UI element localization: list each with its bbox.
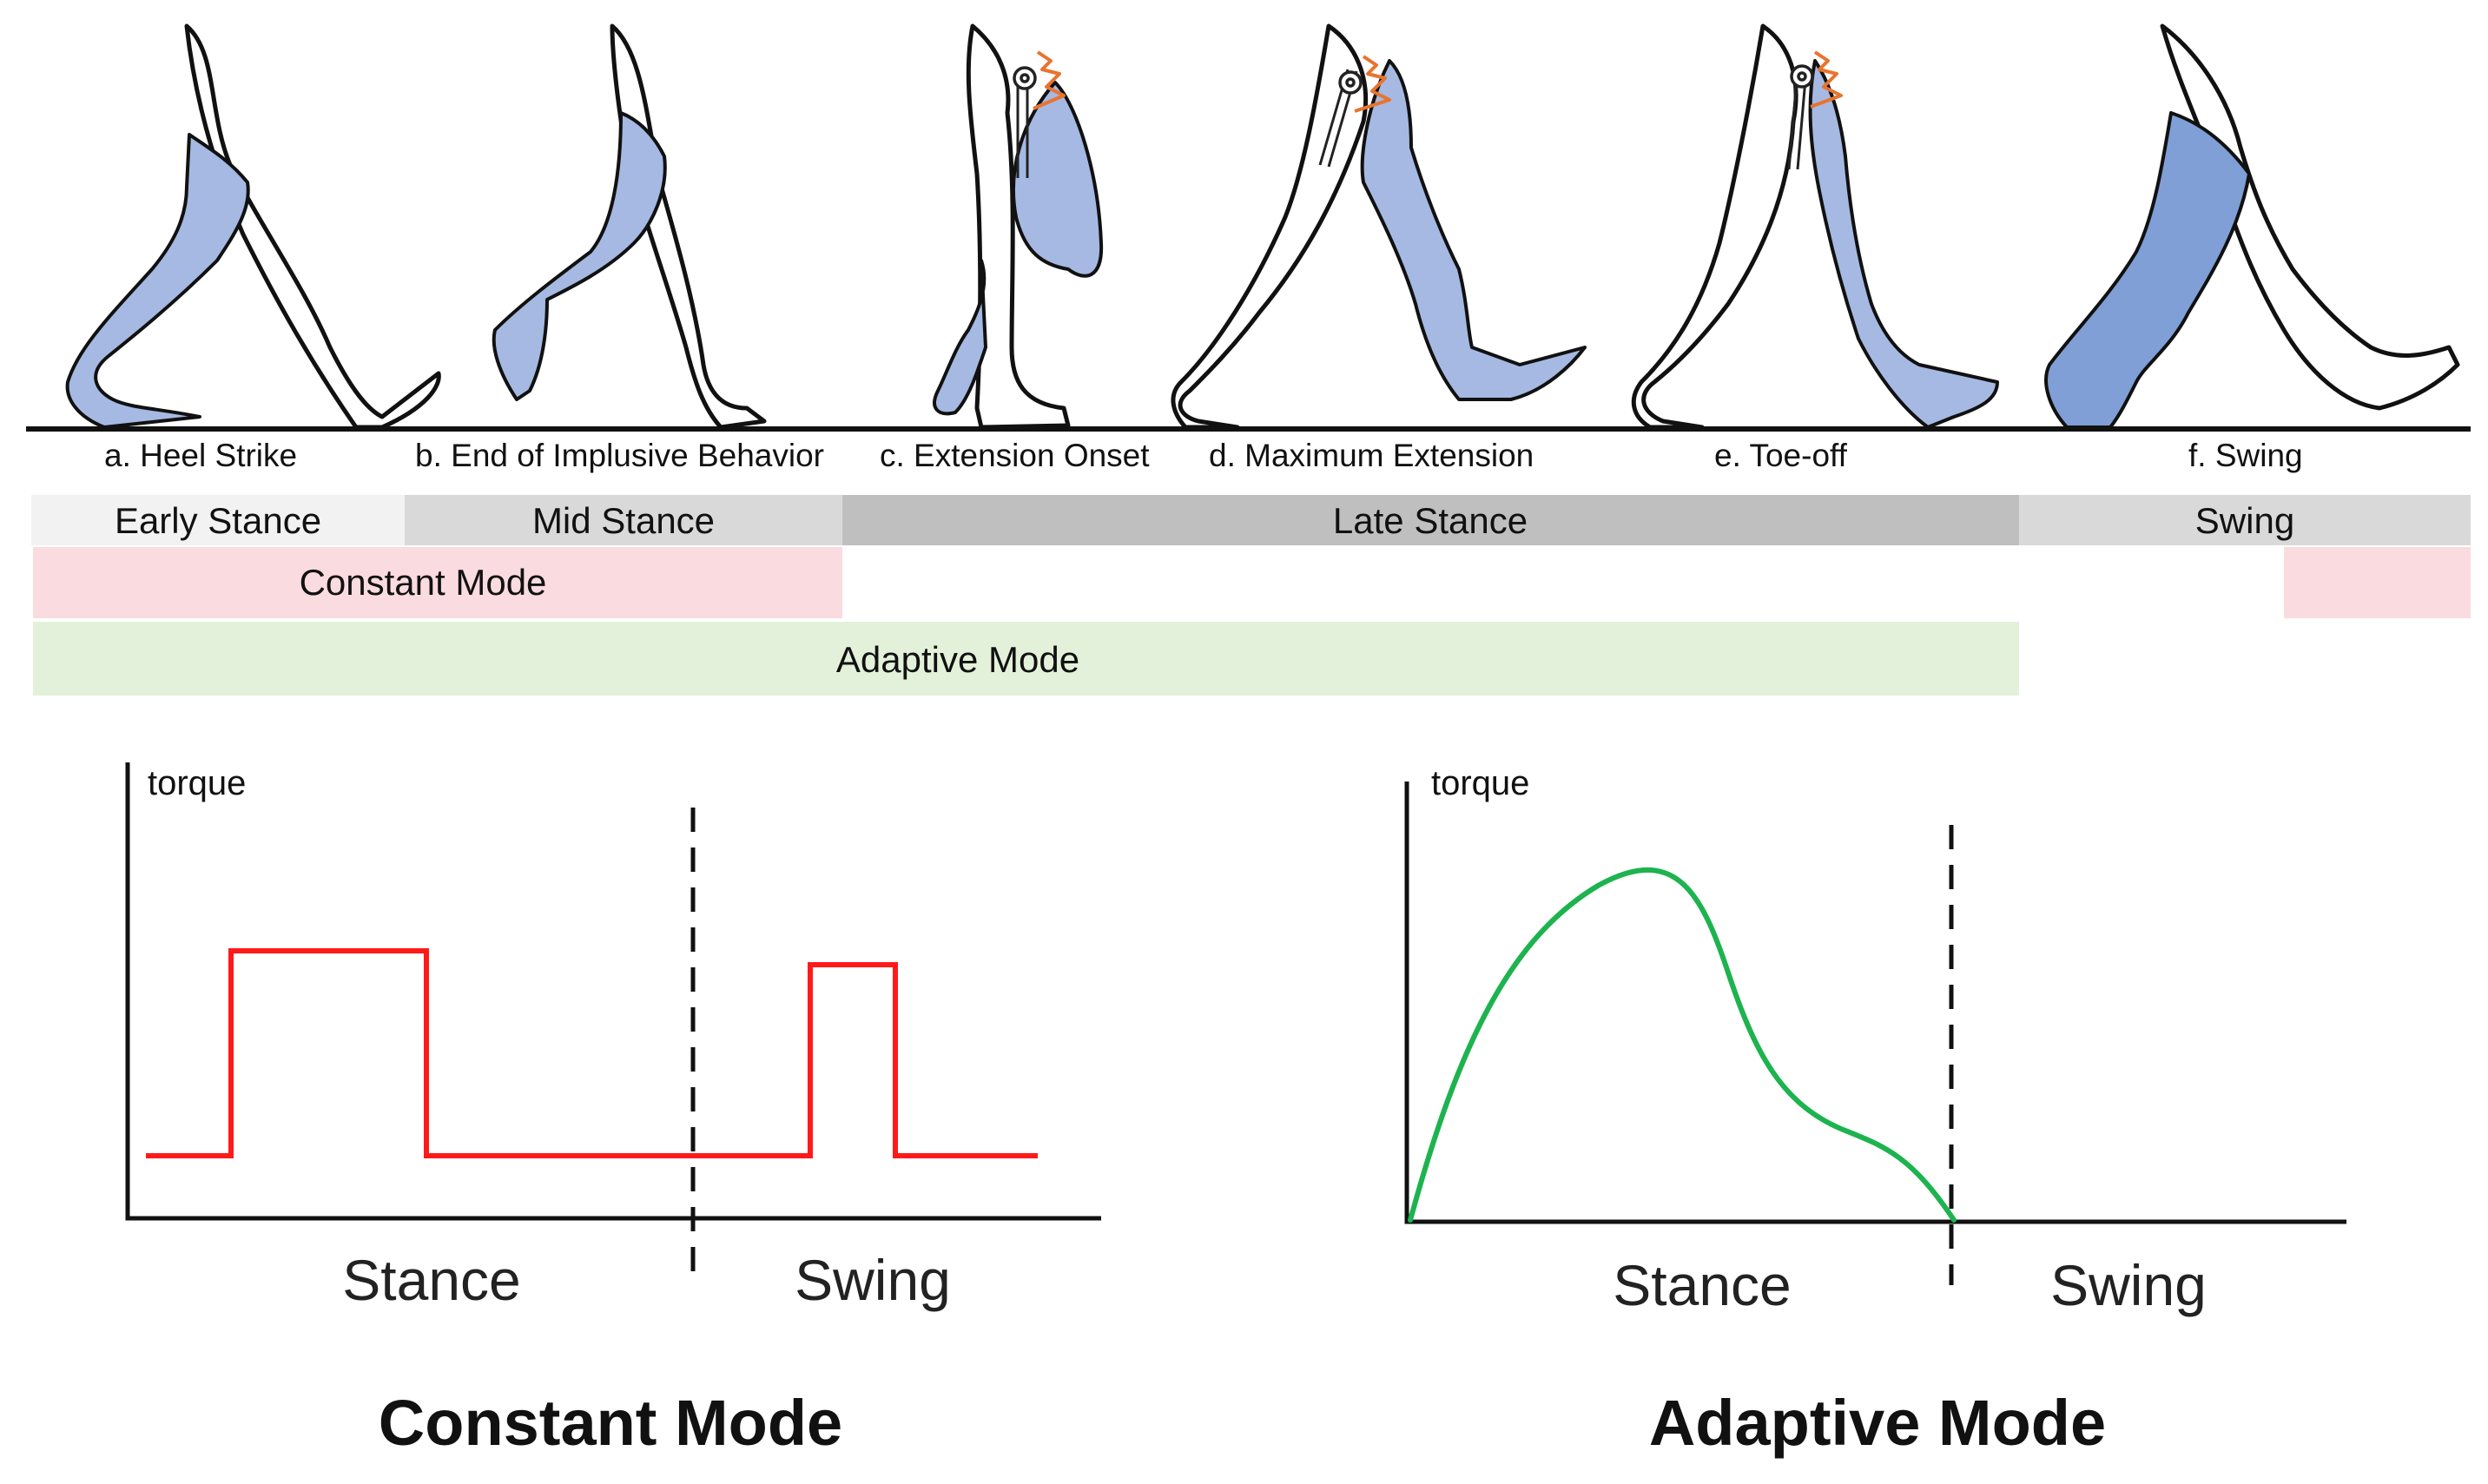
- phase-label-swing: Swing: [2195, 500, 2294, 541]
- spring-icon-3: [1810, 50, 1843, 109]
- adaptive-torque-curve: [1408, 867, 1957, 1223]
- shaded-leg-extension-onset: [1012, 81, 1104, 278]
- adaptive-plot-title: Adaptive Mode: [1649, 1387, 2106, 1459]
- figure-maximum-extension: [1171, 23, 1587, 430]
- adaptive-plot-y-label: torque: [1431, 764, 1529, 802]
- event-label-heel-strike: a. Heel Strike: [104, 438, 297, 473]
- phase-bar-early-stance: [31, 495, 405, 545]
- shaded-leg-end-of-impulsive: [492, 111, 667, 401]
- spring-icon: [1033, 50, 1066, 110]
- phase-bar-mid-stance: [405, 495, 842, 545]
- adaptive-mode-bar-label: Adaptive Mode: [836, 639, 1079, 680]
- constant-plot-title: Constant Mode: [379, 1387, 842, 1459]
- figure-extension-onset: [933, 23, 1104, 430]
- constant-torque-curve: [146, 948, 1038, 1158]
- adaptive-mode-plot: torque Stance Swing Adaptive Mode: [1404, 764, 2346, 1459]
- ground-line: [26, 426, 2471, 432]
- constant-mode-bar: [33, 547, 842, 618]
- gait-figures: [26, 23, 2471, 432]
- adaptive-plot-swing-label: Swing: [2050, 1253, 2207, 1317]
- phase-bar-swing: [2019, 495, 2471, 545]
- event-label-swing: f. Swing: [2188, 438, 2303, 473]
- figure-swing: [2044, 23, 2460, 429]
- shaded-leg-toe-off: [1808, 59, 1999, 429]
- constant-plot-y-label: torque: [148, 764, 246, 802]
- event-label-toe-off: e. Toe-off: [1714, 438, 1848, 473]
- adaptive-mode-bar: [33, 622, 2019, 696]
- figure-end-of-impulsive: [492, 23, 767, 430]
- phase-label-mid-stance: Mid Stance: [532, 500, 715, 541]
- phase-label-early-stance: Early Stance: [115, 500, 321, 541]
- spring-icon-2: [1354, 55, 1391, 113]
- figure-toe-off: [1631, 23, 1999, 430]
- constant-plot-stance-label: Stance: [342, 1248, 520, 1312]
- constant-mode-bar-swing: [2284, 547, 2471, 618]
- gait-event-labels: a. Heel Strike b. End of Implusive Behav…: [104, 438, 2303, 473]
- shaded-leg-heel-strike: [65, 133, 250, 429]
- mode-bars: Constant Mode Adaptive Mode: [33, 547, 2471, 696]
- figure-heel-strike: [65, 23, 441, 430]
- constant-mode-plot: torque Stance Swing Constant Mode: [125, 762, 1101, 1459]
- event-label-extension-onset: c. Extension Onset: [880, 438, 1150, 473]
- constant-plot-axes: [125, 762, 1101, 1221]
- shaded-leg-swing: [2044, 111, 2251, 429]
- phase-bar-late-stance: [842, 495, 2019, 545]
- constant-mode-bar-label: Constant Mode: [300, 562, 547, 603]
- phase-bars: Early Stance Mid Stance Late Stance Swin…: [31, 495, 2471, 545]
- adaptive-plot-axes: [1404, 782, 2346, 1224]
- constant-plot-swing-label: Swing: [795, 1248, 951, 1312]
- phase-label-late-stance: Late Stance: [1333, 500, 1528, 541]
- event-label-end-of-impulsive: b. End of Implusive Behavior: [415, 438, 824, 473]
- shaded-foot-extension-onset: [933, 259, 987, 416]
- event-label-maximum-extension: d. Maximum Extension: [1209, 438, 1534, 473]
- shaded-leg-maximum-extension: [1360, 59, 1587, 401]
- adaptive-plot-stance-label: Stance: [1613, 1253, 1791, 1317]
